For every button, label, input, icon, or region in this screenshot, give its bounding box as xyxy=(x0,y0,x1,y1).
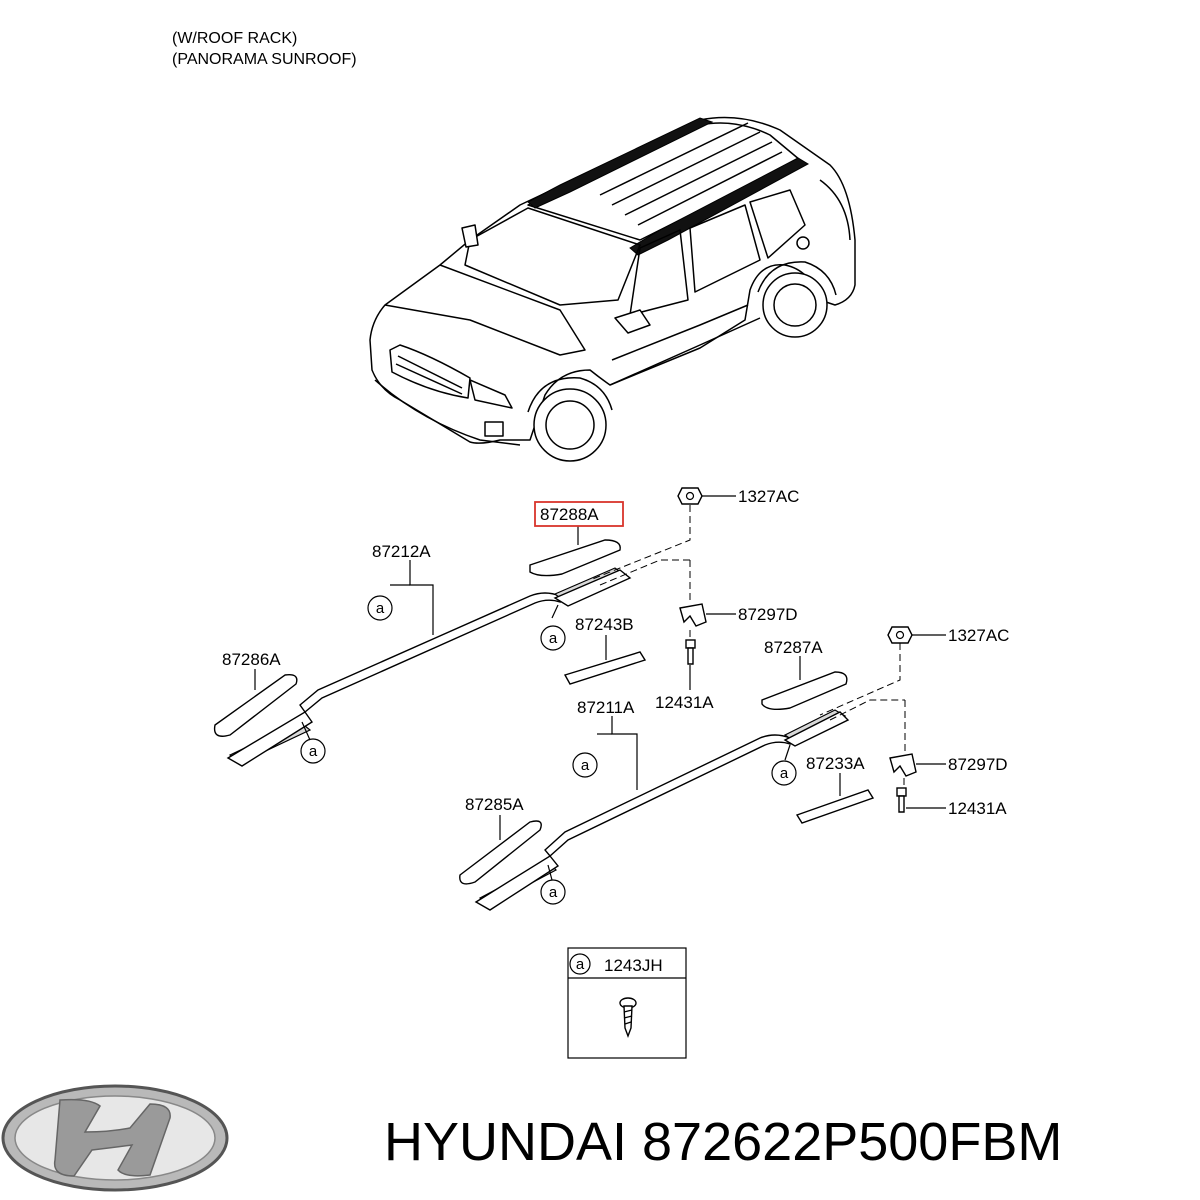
legend-box: a 1243JH xyxy=(567,947,687,1059)
note-roof-rack: (W/ROOF RACK) xyxy=(172,30,297,47)
bolt-12431A-mid-icon xyxy=(896,787,907,813)
rail-bracket-upper-rear-base xyxy=(553,569,632,607)
ref-marker-a-4: a xyxy=(572,752,598,778)
note-panorama-sunroof: (PANORAMA SUNROOF) xyxy=(172,51,357,68)
rail-bracket-upper-front-base xyxy=(226,711,313,767)
rail-bracket-lower-rear-base xyxy=(783,711,850,747)
cover-87287A xyxy=(761,671,848,711)
roof-rail-87212A xyxy=(299,592,561,714)
svg-text:a: a xyxy=(581,757,590,774)
label-1327AC-top: 1327AC xyxy=(738,487,799,506)
nut-1327AC-mid-icon xyxy=(887,626,913,644)
ref-marker-a-1: a xyxy=(367,595,393,621)
label-1327AC-mid: 1327AC xyxy=(948,626,1009,645)
nut-1327AC-top-icon xyxy=(677,487,703,505)
roof-rail-87211A xyxy=(544,734,791,858)
svg-text:a: a xyxy=(549,630,558,647)
ref-marker-a-2: a xyxy=(540,625,566,651)
svg-text:a: a xyxy=(780,765,789,782)
suv-illustration-icon xyxy=(369,116,856,462)
legend-part-number: 1243JH xyxy=(604,956,663,975)
legend-ref-marker xyxy=(569,953,591,975)
label-87287A: 87287A xyxy=(764,638,823,657)
strip-87243B xyxy=(563,651,647,685)
cover-87288A xyxy=(529,539,621,577)
hyundai-logo-icon xyxy=(1,1084,229,1192)
ref-marker-a-6: a xyxy=(540,879,566,905)
strip-87233A xyxy=(795,789,875,824)
label-87243B: 87243B xyxy=(575,615,634,634)
rail-bracket-lower-front-base xyxy=(474,855,560,911)
screw-1243JH-icon xyxy=(619,997,637,1038)
legend-ref-marker-text: a xyxy=(576,956,585,973)
label-12431A-top: 12431A xyxy=(655,693,714,712)
cover-87285A xyxy=(459,820,542,885)
highlight-box-87288A xyxy=(534,501,624,527)
brand-part-number-text: HYUNDAI 872622P500FBM xyxy=(384,1112,1062,1172)
label-12431A-mid: 12431A xyxy=(948,799,1007,818)
ref-marker-a-5: a xyxy=(771,760,797,786)
bolt-12431A-top-icon xyxy=(685,639,696,665)
label-87285A: 87285A xyxy=(465,795,524,814)
label-87297D-top: 87297D xyxy=(738,605,798,624)
label-87286A: 87286A xyxy=(222,650,281,669)
clip-87297D-mid-icon xyxy=(889,753,917,777)
ref-marker-a-3: a xyxy=(300,738,326,764)
svg-text:a: a xyxy=(376,600,385,617)
label-87297D-mid: 87297D xyxy=(948,755,1008,774)
svg-text:a: a xyxy=(549,884,558,901)
cover-87286A xyxy=(213,674,298,737)
label-87288A: 87288A xyxy=(540,505,599,524)
label-87212A: 87212A xyxy=(372,542,431,561)
clip-87297D-top-icon xyxy=(679,603,707,627)
label-87211A: 87211A xyxy=(577,698,635,717)
label-87233A: 87233A xyxy=(806,754,865,773)
svg-text:a: a xyxy=(309,743,318,760)
